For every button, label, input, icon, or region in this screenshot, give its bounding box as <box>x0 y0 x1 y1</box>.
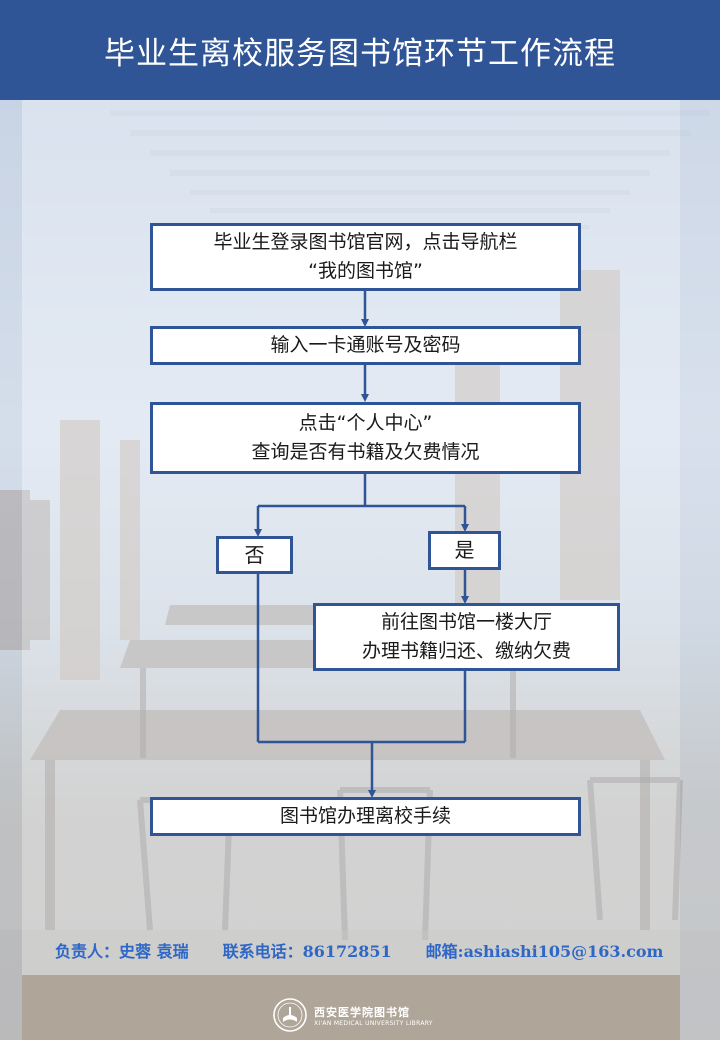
contact-email: 邮箱:ashiashi105@163.com <box>425 942 664 961</box>
left-overlay-band <box>0 100 22 1040</box>
step-personal-center: 点击“个人中心” 查询是否有书籍及欠费情况 <box>150 402 581 474</box>
right-overlay-band <box>680 100 720 1040</box>
branch-no-label: 否 <box>244 542 265 567</box>
step-enter-credentials: 输入一卡通账号及密码 <box>150 326 581 365</box>
step-return-books: 前往图书馆一楼大厅 办理书籍归还、缴纳欠费 <box>313 603 620 671</box>
step-login-line2: “我的图书馆” <box>308 260 423 282</box>
step-return-line2: 办理书籍归还、缴纳欠费 <box>361 640 571 662</box>
step-return-line1: 前往图书馆一楼大厅 <box>380 611 552 633</box>
contact-person: 负责人：史蓉 袁瑞 <box>55 942 189 961</box>
step-leave-procedures: 图书馆办理离校手续 <box>150 797 581 836</box>
logo-name-en: XI'AN MEDICAL UNIVERSITY LIBRARY <box>314 1019 433 1027</box>
step-credentials-text: 输入一卡通账号及密码 <box>270 334 461 356</box>
branch-no-box: 否 <box>216 536 293 574</box>
header-bar: 毕业生离校服务图书馆环节工作流程 <box>0 0 720 100</box>
branch-yes-label: 是 <box>454 538 475 562</box>
step-personal-line2: 查询是否有书籍及欠费情况 <box>251 441 480 463</box>
step-leave-text: 图书馆办理离校手续 <box>279 805 451 827</box>
contact-info: 负责人：史蓉 袁瑞 联系电话：86172851 邮箱:ashiashi105@1… <box>55 935 675 965</box>
contact-phone: 联系电话：86172851 <box>222 942 392 961</box>
library-emblem-icon <box>273 998 307 1032</box>
logo-name-cn: 西安医学院图书馆 <box>314 1005 410 1019</box>
library-logo: 西安医学院图书馆 XI'AN MEDICAL UNIVERSITY LIBRAR… <box>272 995 462 1035</box>
page-title: 毕业生离校服务图书馆环节工作流程 <box>104 35 616 72</box>
branch-yes-box: 是 <box>428 531 501 570</box>
step-login-line1: 毕业生登录图书馆官网，点击导航栏 <box>213 231 518 253</box>
step-personal-line1: 点击“个人中心” <box>298 412 433 434</box>
step-login-website: 毕业生登录图书馆官网，点击导航栏 “我的图书馆” <box>150 223 581 291</box>
